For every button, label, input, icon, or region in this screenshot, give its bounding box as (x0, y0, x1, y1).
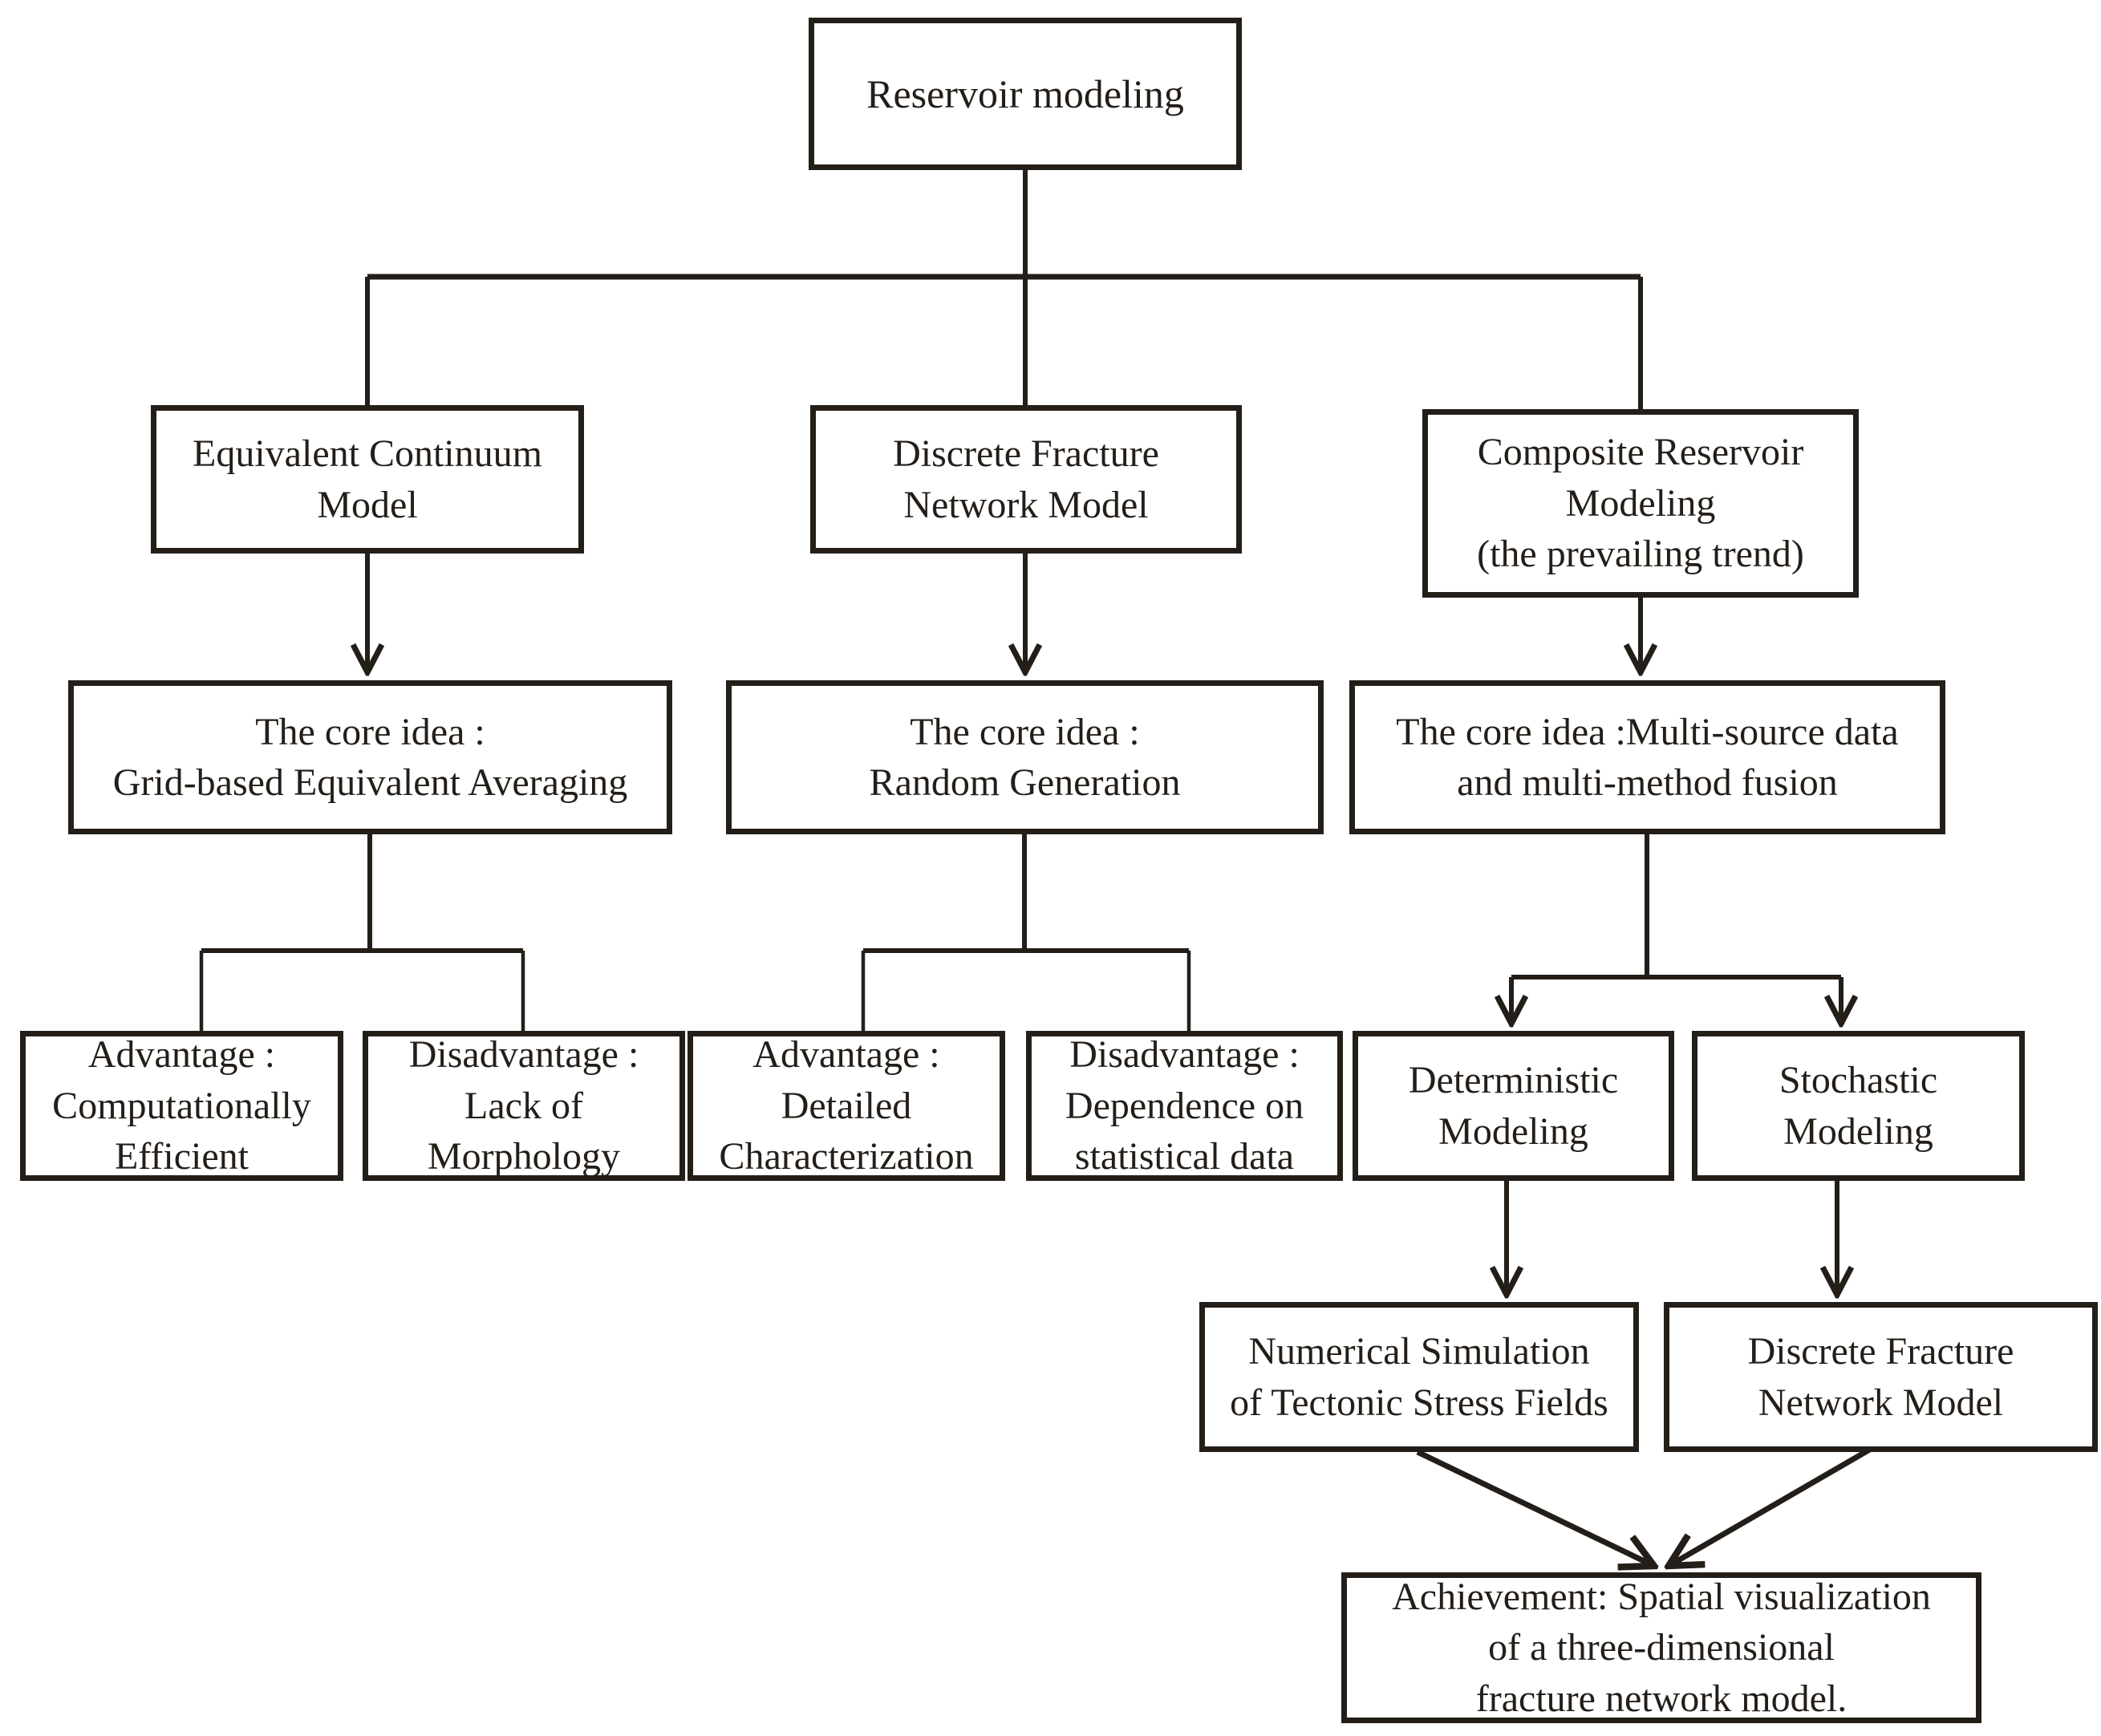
node-discrete-fracture-network-model: Discrete Fracture Network Model (810, 405, 1242, 554)
node-disadvantage-lack-of-morphology: Disadvantage : Lack of Morphology (363, 1031, 685, 1181)
node-core-idea-grid-based-averaging: The core idea : Grid-based Equivalent Av… (68, 680, 672, 834)
node-achievement-spatial-visualization: Achievement: Spatial visualization of a … (1341, 1572, 1981, 1723)
arrow-numerical-achievement (1416, 1449, 1654, 1566)
node-disadvantage-statistical-dependence: Disadvantage : Dependence on statistical… (1026, 1031, 1343, 1181)
node-reservoir-modeling: Reservoir modeling (809, 18, 1242, 170)
node-core-idea-multi-source-fusion: The core idea :Multi-source data and mul… (1349, 680, 1945, 834)
node-equivalent-continuum-model: Equivalent Continuum Model (151, 405, 584, 554)
node-advantage-detailed-characterization: Advantage : Detailed Characterization (687, 1031, 1005, 1181)
node-core-idea-random-generation: The core idea : Random Generation (726, 680, 1324, 834)
node-deterministic-modeling: Deterministic Modeling (1353, 1031, 1674, 1181)
node-numerical-simulation-tectonic-stress: Numerical Simulation of Tectonic Stress … (1199, 1302, 1639, 1452)
node-stochastic-modeling: Stochastic Modeling (1692, 1031, 2025, 1181)
arrow-dfn-achievement (1669, 1445, 1874, 1566)
node-composite-reservoir-modeling: Composite Reservoir Modeling (the prevai… (1422, 409, 1859, 598)
node-discrete-fracture-network-model-result: Discrete Fracture Network Model (1664, 1302, 2098, 1452)
node-advantage-computationally-efficient: Advantage : Computationally Efficient (20, 1031, 343, 1181)
